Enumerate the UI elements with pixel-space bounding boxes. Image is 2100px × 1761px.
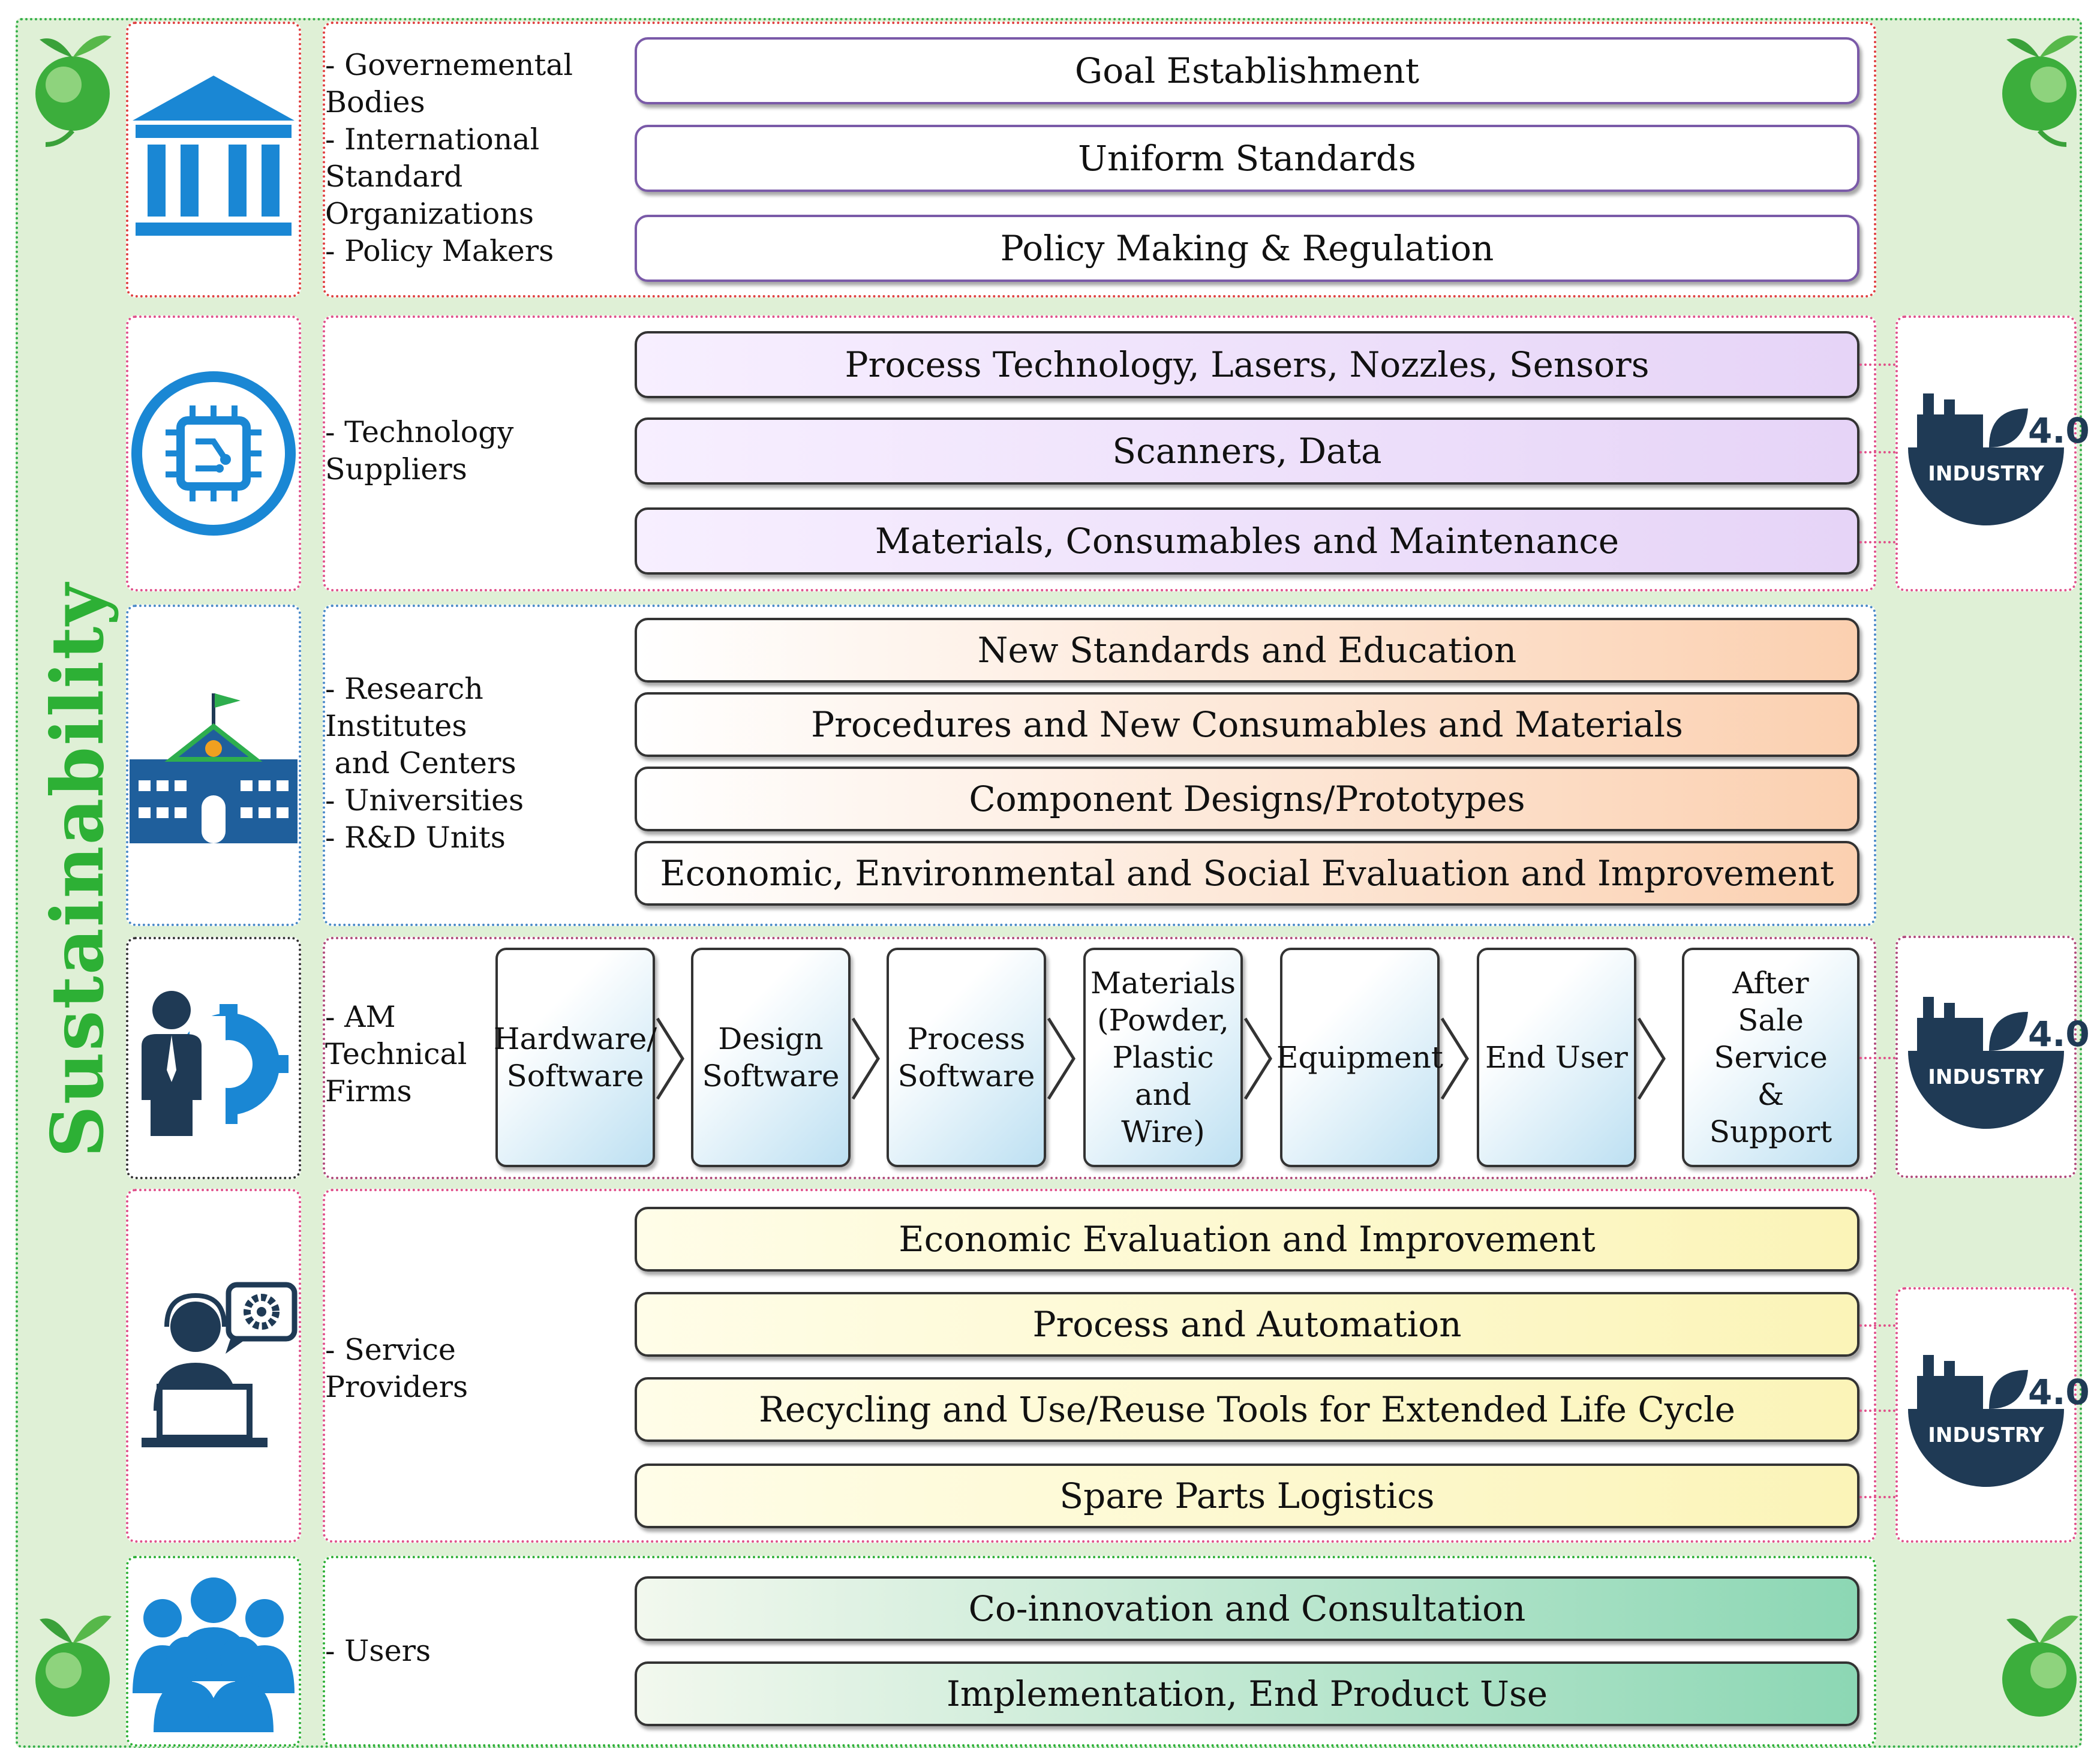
policy-making-bar: Policy Making & Regulation [635,215,1859,282]
evaluation-improvement-bar: Economic, Environmental and Social Evalu… [635,841,1859,906]
svg-text:4.0: 4.0 [2028,1372,2090,1413]
procedures-materials-bar: Procedures and New Consumables and Mater… [635,692,1859,757]
businessman-gear-icon [142,991,289,1136]
step-hardware-software: Hardware/Software [494,948,657,1167]
support-agent-icon [142,1282,298,1447]
government-building-icon [133,76,295,236]
sustainability-label: Sustainability [35,582,121,1158]
scanners-data-bar: Scanners, Data [635,417,1859,485]
new-standards-bar: New Standards and Education [635,618,1859,683]
chevron-right-icon [1440,1017,1469,1100]
government-icon-box [126,22,301,297]
goal-establishment-bar: Goal Establishment [635,37,1859,104]
chevron-right-icon [1243,1017,1272,1100]
uniform-standards-bar: Uniform Standards [635,125,1859,192]
globe-plant-icon [2002,1615,2078,1717]
research-icon-box [126,605,301,926]
process-automation-bar: Process and Automation [635,1292,1859,1357]
connector-line [1859,1410,1895,1412]
connector-line [1859,363,1895,366]
recycling-tools-bar: Recycling and Use/Reuse Tools for Extend… [635,1377,1859,1442]
users-group-icon [133,1577,295,1732]
svg-text:INDUSTRY: INDUSTRY [1928,1423,2044,1447]
industry-4-badge-box: 4.0 INDUSTRY [1895,936,2090,1178]
implementation-bar: Implementation, End Product Use [635,1661,1859,1726]
connector-line [1859,1057,1895,1059]
connector-line [1859,1324,1895,1327]
industry-gear-icon: 4.0 INDUSTRY [1908,1355,2090,1487]
svg-text:4.0: 4.0 [2028,410,2090,451]
industry-4-badge-box: 4.0 INDUSTRY [1895,315,2090,591]
component-designs-bar: Component Designs/Prototypes [635,767,1859,831]
step-end-user: End User [1477,948,1636,1167]
step-equipment: Equipment [1276,948,1443,1167]
economic-evaluation-bar: Economic Evaluation and Improvement [635,1207,1859,1272]
globe-plant-icon [35,35,112,147]
process-technology-bar: Process Technology, Lasers, Nozzles, Sen… [635,331,1859,398]
svg-text:4.0: 4.0 [2028,1014,2090,1054]
service-icon-box [126,1189,301,1543]
connector-line [1859,1496,1895,1498]
connector-line [1859,541,1895,543]
globe-plant-icon [35,1615,112,1717]
industry-4-badge-box: 4.0 INDUSTRY [1895,1287,2090,1543]
circuit-chip-icon [131,371,296,536]
users-icon-box [126,1556,301,1747]
materials-maintenance-bar: Materials, Consumables and Maintenance [635,507,1859,575]
svg-text:INDUSTRY: INDUSTRY [1928,462,2044,486]
svg-text:INDUSTRY: INDUSTRY [1928,1065,2044,1089]
connector-line [1859,451,1895,453]
users-actors: - Users [325,1634,431,1668]
university-building-icon [130,693,298,843]
industry-gear-icon: 4.0 INDUSTRY [1908,393,2090,525]
chevron-right-icon [1047,1017,1075,1100]
chevron-right-icon [656,1017,684,1100]
technology-icon-box [126,315,301,591]
co-innovation-bar: Co-innovation and Consultation [635,1576,1859,1641]
spare-parts-bar: Spare Parts Logistics [635,1464,1859,1528]
am-firms-icon-box [126,937,301,1179]
chevron-right-icon [1637,1017,1666,1100]
industry-gear-icon: 4.0 INDUSTRY [1908,997,2090,1129]
globe-plant-icon [2002,35,2078,147]
chevron-right-icon [851,1017,880,1100]
